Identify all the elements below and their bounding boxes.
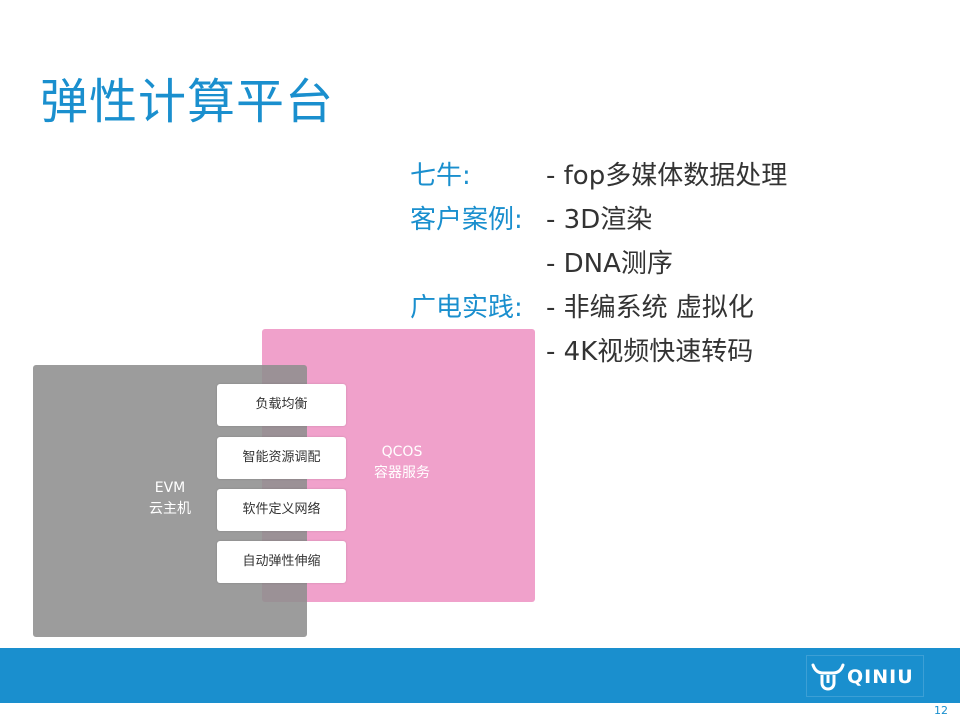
bullet-item: - 4K视频快速转码	[546, 337, 754, 367]
feature-load-balancing: 负载均衡	[217, 384, 346, 426]
evm-label-line1: EVM	[154, 480, 186, 496]
qiniu-bull-icon	[811, 663, 845, 691]
evm-label: EVM 云主机	[130, 478, 210, 520]
bullet-item: - 3D渲染	[546, 205, 653, 235]
footer-bar	[0, 648, 960, 703]
qcos-label-line2: 容器服务	[374, 465, 430, 481]
qcos-label-line1: QCOS	[381, 444, 423, 460]
feature-software-defined-network: 软件定义网络	[217, 489, 346, 531]
feature-resource-scheduling: 智能资源调配	[217, 437, 346, 479]
bullet-label: 客户案例:	[410, 205, 523, 235]
qcos-label: QCOS 容器服务	[362, 442, 442, 484]
logo-text: QINIU	[847, 666, 914, 688]
bullet-label: 广电实践:	[410, 293, 523, 323]
page-number: 12	[934, 704, 948, 717]
bullet-item: - 非编系统 虚拟化	[546, 293, 754, 323]
qiniu-logo: QINIU	[806, 655, 924, 697]
bullet-item: - DNA测序	[546, 249, 673, 279]
feature-auto-scaling: 自动弹性伸缩	[217, 541, 346, 583]
evm-label-line2: 云主机	[149, 501, 191, 517]
bullet-label: 七牛:	[410, 161, 471, 191]
bullet-item: - fop多媒体数据处理	[546, 161, 788, 191]
slide-title: 弹性计算平台	[40, 74, 335, 130]
